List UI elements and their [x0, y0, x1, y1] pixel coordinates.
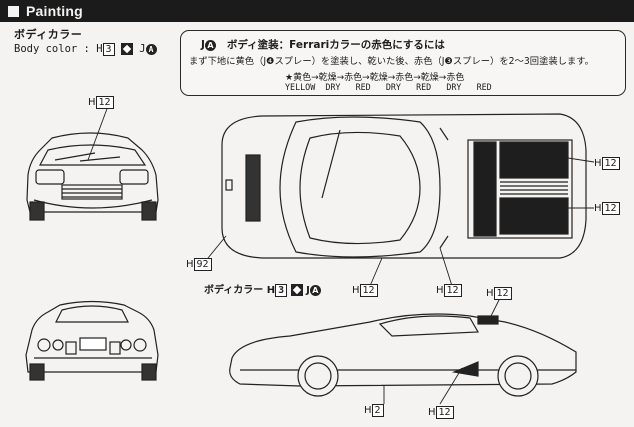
j-paint-prefix: J	[139, 43, 146, 55]
h-paint-prefix: H	[96, 43, 103, 55]
note-title: ボディ塗装：Ferrariカラーの赤色にするには	[226, 39, 445, 51]
callout-code: 2	[371, 404, 384, 417]
callout-prefix: H	[352, 285, 360, 296]
j-paint-code-circle: A	[145, 43, 157, 55]
mid-legend-j-code: A	[309, 284, 321, 296]
mid-legend-h-prefix: H	[266, 285, 276, 296]
callout-code: 12	[601, 157, 620, 170]
mid-legend-j-prefix: J	[306, 285, 310, 296]
note-sequence-en: YELLOW DRY RED DRY RED DRY RED	[285, 82, 492, 92]
callout-prefix: H	[436, 285, 444, 296]
section-header: Painting	[0, 0, 634, 22]
callout-code: 12	[359, 284, 378, 297]
note-text: まず下地に黄色（J❹スプレー）を塗装し、乾いた後、赤色（J❸スプレー）を2〜3回…	[189, 56, 594, 67]
mix-diamond-icon	[120, 43, 133, 55]
header-square-icon	[8, 6, 19, 17]
body-color-label-jp: ボディカラー	[14, 28, 83, 41]
callout-prefix: H	[428, 407, 436, 418]
leader-lines	[87, 105, 595, 405]
mid-mix-diamond-icon	[290, 284, 303, 296]
top-view-car	[221, 113, 587, 259]
callout-code: 12	[435, 406, 454, 419]
section-title: Painting	[26, 3, 83, 19]
callout-code: 92	[193, 258, 212, 271]
body-color-label-en: Body color :	[14, 43, 90, 55]
side-view-car	[229, 313, 577, 397]
mid-legend-label: ボディカラー	[204, 285, 264, 296]
callout-code: 12	[493, 287, 512, 300]
mid-legend-h-code: 3	[275, 284, 288, 297]
callout-prefix: H	[594, 158, 602, 169]
front-view-car	[26, 132, 159, 221]
note-sequence-jp: ★黄色→乾燥→赤色→乾燥→赤色→乾燥→赤色	[285, 73, 465, 83]
h-paint-code-box: 3	[102, 43, 115, 56]
callout-prefix: H	[88, 97, 96, 108]
callout-code: 12	[443, 284, 462, 297]
callout-prefix: H	[364, 405, 372, 416]
note-j-circle: A	[204, 39, 216, 51]
callout-prefix: H	[594, 203, 602, 214]
rear-view-car	[25, 300, 159, 381]
callout-prefix: H	[486, 288, 494, 299]
note-j-prefix: J	[201, 39, 205, 51]
callout-code: 12	[95, 96, 114, 109]
callout-code: 12	[601, 202, 620, 215]
callout-prefix: H	[186, 259, 194, 270]
